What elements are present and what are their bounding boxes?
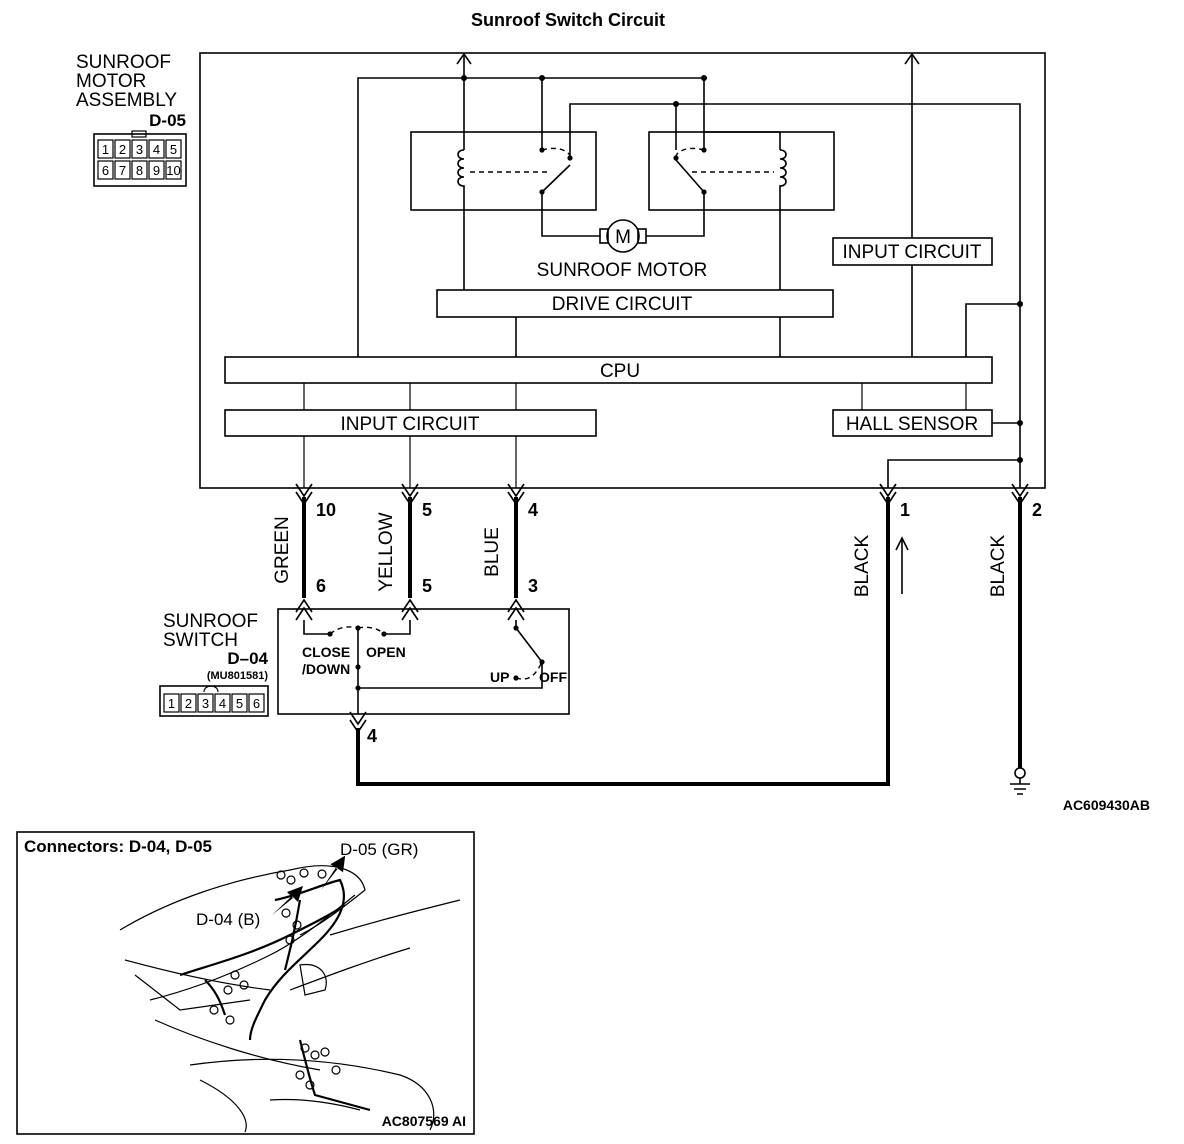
motor-pin-number: 5 [422, 500, 432, 520]
motor-pin-number: 2 [1032, 500, 1042, 520]
input-circuit-right-label: INPUT CIRCUIT [843, 242, 982, 263]
d04-pin-number: 5 [236, 696, 243, 711]
input-circuit-left-box [224, 409, 597, 437]
sunroof-switch-box [277, 608, 570, 715]
d04-pin-cell [214, 693, 231, 713]
d05-pin-cell [114, 139, 131, 159]
motor-m-label: M [615, 227, 631, 248]
d04-pin-number: 1 [168, 696, 175, 711]
sunroof-switch-label: SUNROOF SWITCH D–04 (MU801581) [163, 611, 269, 682]
right-relay-box [648, 131, 835, 211]
drive-circuit-box [436, 289, 834, 318]
d05-pin-number: 5 [170, 142, 177, 157]
motor-pin-number: 4 [528, 500, 538, 520]
input-circuit-right-box [832, 237, 993, 266]
drive-circuit-label: DRIVE CIRCUIT [552, 294, 693, 315]
d04-pin-cell [163, 693, 180, 713]
d05-pin-cell [97, 160, 114, 180]
d04-pin-cell [197, 693, 214, 713]
location-panel-title: Connectors: D-04, D-05 [24, 837, 212, 856]
motor-assembly-box [199, 52, 1046, 489]
d05-pin-cell [97, 139, 114, 159]
d05-pin-number: 1 [102, 142, 109, 157]
switch-down-label: /DOWN [302, 661, 350, 677]
d05-pin-number: 2 [119, 142, 126, 157]
switch-part-number: (MU801581) [207, 670, 268, 682]
location-panel-code: AC807569 AI [382, 1113, 466, 1129]
switch-name-line-1: SUNROOF [163, 611, 258, 632]
motor-assembly-label: SUNROOF MOTOR ASSEMBLY D-05 [76, 52, 186, 130]
right-relay-coil [692, 149, 787, 194]
junction-dots [1017, 301, 1023, 463]
motor-pin-number: 10 [316, 500, 336, 520]
sunroof-motor-label: SUNROOF MOTOR [537, 260, 708, 281]
left-relay-box [410, 131, 597, 211]
switch-name-line-2: SWITCH [163, 630, 238, 651]
d04-pin-number: 4 [219, 696, 226, 711]
diagram-code: AC609430AB [1063, 797, 1150, 813]
location-label-d05: D-05 (GR) [340, 840, 418, 859]
switch-open-label: OPEN [366, 644, 406, 660]
switch-connector-id: D–04 [227, 649, 268, 668]
harness-wires [295, 436, 1029, 786]
left-relay-coil [457, 149, 550, 194]
hall-sensor-label: HALL SENSOR [846, 414, 978, 435]
vehicle-roof-illustration [119, 855, 461, 1133]
switch-pin-number: 6 [316, 576, 326, 596]
switch-up-label: UP [490, 669, 509, 685]
switch-position-labels: CLOSE /DOWN OPEN UP OFF [302, 644, 567, 685]
d05-pin-number: 4 [153, 142, 160, 157]
ground-symbol [1010, 767, 1030, 795]
switch-off-label: OFF [539, 669, 567, 685]
motor-connector-id: D-05 [149, 111, 186, 130]
d05-pin-cell [165, 160, 182, 180]
motor-assembly-name-line-2: MOTOR [76, 71, 146, 92]
cpu-label: CPU [600, 361, 640, 382]
d05-pin-cell [148, 160, 165, 180]
relay-contacts [461, 75, 707, 195]
d05-pin-number: 10 [166, 163, 180, 178]
d05-pin-cell [165, 139, 182, 159]
d05-pin-number: 8 [136, 163, 143, 178]
d05-pin-cell [148, 139, 165, 159]
wire-color-label: GREEN [272, 516, 293, 584]
switch-internal-wiring [303, 620, 545, 714]
motor-assembly-name-line-1: SUNROOF [76, 52, 171, 73]
wire-color-label: BLUE [482, 527, 503, 577]
motor-assembly-name-line-3: ASSEMBLY [76, 90, 177, 111]
d05-pin-cell [131, 160, 148, 180]
d04-pin-cell [180, 693, 197, 713]
switch-pin-number: 5 [422, 576, 432, 596]
motor-pin-number: 1 [900, 500, 910, 520]
diagram-title: Sunroof Switch Circuit [471, 10, 665, 30]
d05-pin-cell [131, 139, 148, 159]
d04-pin-number: 3 [202, 696, 209, 711]
d05-pin-cell [114, 160, 131, 180]
wire-color-label: BLACK [988, 535, 1009, 598]
location-label-d04: D-04 (B) [196, 910, 260, 929]
wire-color-label: YELLOW [376, 512, 397, 591]
connector-location-panel [16, 831, 475, 1135]
d05-pin-number: 6 [102, 163, 109, 178]
d05-pin-number: 3 [136, 142, 143, 157]
sunroof-motor-symbol: M [599, 219, 647, 253]
switch-pin-number: 3 [528, 576, 538, 596]
d04-pin-number: 2 [185, 696, 192, 711]
d04-pin-cell [248, 693, 265, 713]
d05-pin-number: 7 [119, 163, 126, 178]
switch-close-label: CLOSE [302, 644, 350, 660]
switch-ground-pin: 4 [367, 726, 377, 746]
d04-pin-number: 6 [253, 696, 260, 711]
wire-color-label: BLACK [852, 535, 873, 598]
input-circuit-left-label: INPUT CIRCUIT [341, 414, 480, 435]
d05-pin-number: 9 [153, 163, 160, 178]
d04-pin-cell [231, 693, 248, 713]
hall-sensor-box [832, 409, 993, 437]
cpu-box [224, 356, 993, 384]
